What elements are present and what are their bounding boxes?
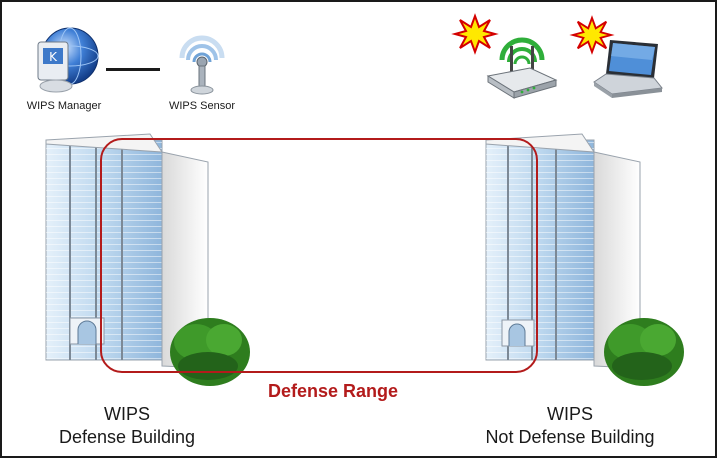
right-building-label-line2: Not Defense Building [485, 427, 655, 447]
threat-burst-icon [451, 13, 499, 55]
manager-globe-icon: K [37, 27, 99, 93]
wireless-router-icon [486, 37, 558, 99]
right-building-label-line1: WIPS [546, 404, 593, 424]
defense-range-outline [100, 138, 538, 373]
laptop-icon [593, 40, 663, 98]
threat-burst-icon [569, 15, 615, 55]
sensor-label: WIPS Sensor [168, 100, 236, 112]
sensor-antenna-icon [179, 35, 225, 95]
manager-label: WIPS Manager [26, 100, 102, 112]
left-building-label-line1: WIPS [103, 404, 150, 424]
svg-text:K: K [49, 50, 58, 64]
building-icon [485, 133, 684, 386]
defense-range-label: Defense Range [267, 381, 399, 401]
manager-sensor-connector [106, 68, 160, 71]
left-building-label-line2: Defense Building [58, 427, 196, 447]
